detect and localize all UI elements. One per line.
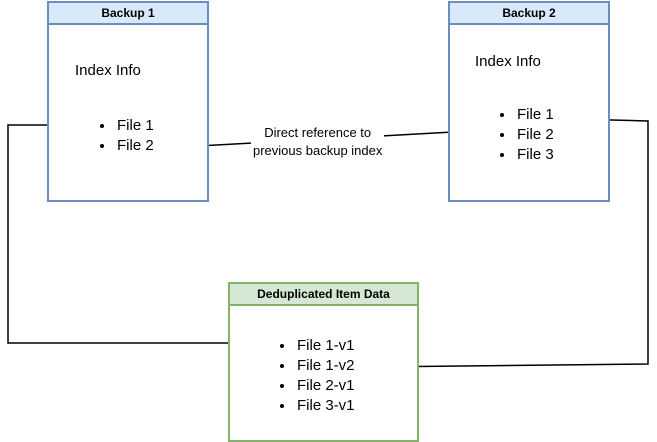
- annotation-line-2: previous backup index: [253, 143, 383, 158]
- reference-annotation: Direct reference to previous backup inde…: [251, 124, 385, 160]
- backup-2-file-item: File 3: [515, 145, 554, 165]
- backup-2-index-label: Index Info: [475, 53, 541, 70]
- backup-2-box: Backup 2: [448, 1, 610, 202]
- backup-1-file-item: File 1: [115, 116, 154, 136]
- dedup-item: File 3-v1: [295, 396, 355, 416]
- backup-1-box: Backup 1: [47, 1, 209, 202]
- backup-2-file-item: File 2: [515, 125, 554, 145]
- dedup-item-list: File 1-v1 File 1-v2 File 2-v1 File 3-v1: [277, 336, 355, 416]
- backup-2-file-list: File 1 File 2 File 3: [497, 105, 554, 165]
- backup-1-index-label: Index Info: [75, 62, 141, 79]
- dedup-data-title: Deduplicated Item Data: [230, 284, 417, 306]
- backup-1-title: Backup 1: [49, 3, 207, 25]
- dedup-data-box: Deduplicated Item Data: [228, 282, 419, 442]
- dedup-item: File 2-v1: [295, 376, 355, 396]
- edge-backup2-file1-to-file1-v2: [373, 118, 649, 372]
- backup-2-file-item: File 1: [515, 105, 554, 125]
- backup-1-file-item: File 2: [115, 136, 154, 156]
- annotation-line-1: Direct reference to: [264, 125, 372, 140]
- dedup-item: File 1-v2: [295, 356, 355, 376]
- backup-1-file-list: File 1 File 2: [97, 116, 154, 156]
- backup-2-title: Backup 2: [450, 3, 608, 25]
- dedup-item: File 1-v1: [295, 336, 355, 356]
